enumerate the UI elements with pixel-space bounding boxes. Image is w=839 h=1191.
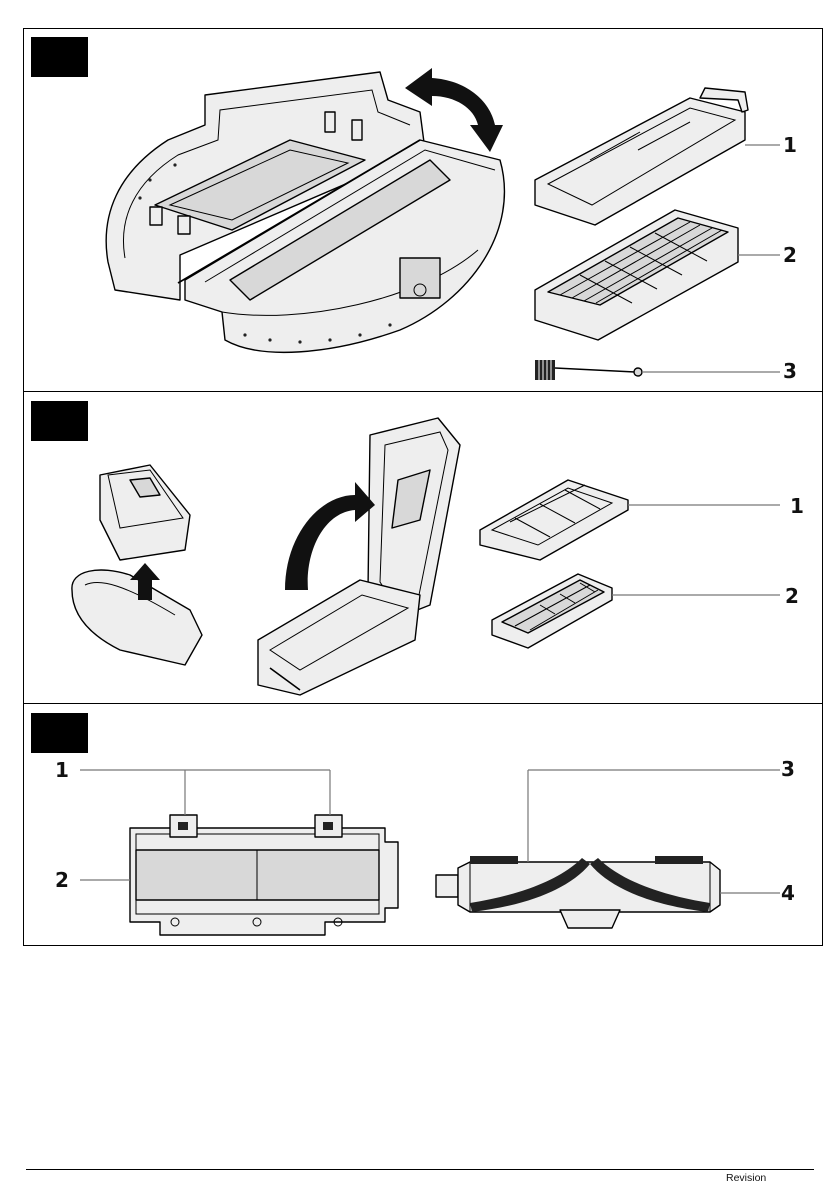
dustbin-lift-out-illustration [72,465,202,665]
dustbin-open-illustration [106,72,504,352]
callout-label: 1 [55,760,69,780]
hepa-filter-illustration [535,210,738,340]
main-brush-illustration [436,856,720,928]
footer-revision: Revision [726,1172,766,1184]
callout-label: 2 [785,586,799,606]
callout-label: 3 [783,361,797,381]
filter-frame-illustration [535,88,748,225]
callout-label: 3 [781,759,795,779]
filter-frame-small-illustration [480,480,628,560]
filter-cover-illustration [130,815,398,935]
hepa-filter-small-illustration [492,574,612,648]
curved-arrow-icon [285,482,375,590]
callout-label: 1 [783,135,797,155]
callout-label: 1 [790,496,804,516]
callout-label: 2 [55,870,69,890]
footer-rule [26,1169,814,1170]
callout-label: 2 [783,245,797,265]
dustbin-lid-open-illustration [258,418,460,695]
callout-label: 4 [781,883,795,903]
cleaning-brush-illustration [535,360,642,380]
